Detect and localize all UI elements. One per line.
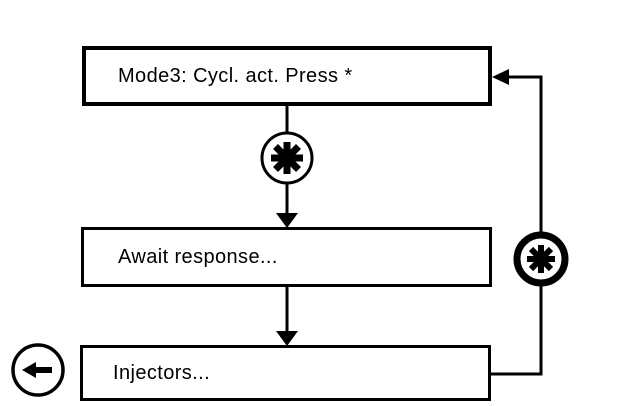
- asterisk-in-bold-circle-icon: [513, 231, 569, 287]
- node-mode3-label: Mode3: Cycl. act. Press *: [118, 64, 353, 87]
- arrowhead-down-injectors: [276, 331, 298, 346]
- node-injectors-label: Injectors...: [113, 361, 211, 384]
- node-injectors: Injectors...: [80, 345, 491, 401]
- node-await-response-label: Await response...: [118, 245, 278, 268]
- arrowhead-down-await: [276, 213, 298, 228]
- asterisk-in-circle-icon: [260, 131, 314, 185]
- left-arrow-in-circle-icon: [11, 343, 65, 397]
- node-await-response: Await response...: [81, 227, 492, 287]
- node-mode3: Mode3: Cycl. act. Press *: [82, 46, 492, 106]
- arrowhead-left-mode3: [492, 69, 509, 85]
- connector-feedback-loop: [491, 75, 543, 376]
